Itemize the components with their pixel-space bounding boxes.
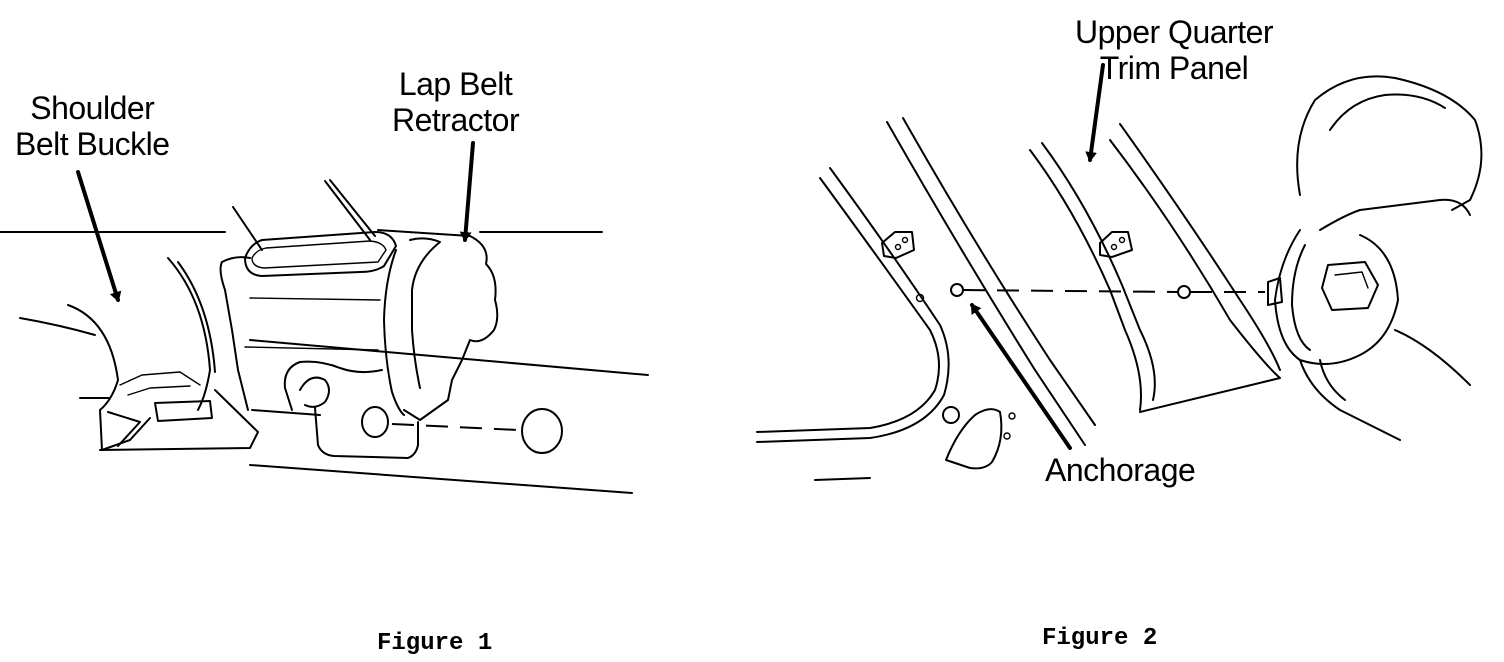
figure-1-caption: Figure 1 bbox=[377, 630, 493, 657]
anchorage-label: Anchorage bbox=[1045, 452, 1196, 488]
lap-belt-retractor-label: Lap Belt Retractor bbox=[392, 66, 520, 138]
shoulder-belt-buckle-label: Shoulder Belt Buckle bbox=[15, 90, 170, 162]
upper-quarter-trim-panel-label: Upper Quarter Trim Panel bbox=[1075, 14, 1274, 86]
figure-1-illustration bbox=[0, 141, 649, 494]
figure-2-caption: Figure 2 bbox=[1042, 625, 1158, 652]
figure-2-illustration bbox=[756, 63, 1483, 481]
